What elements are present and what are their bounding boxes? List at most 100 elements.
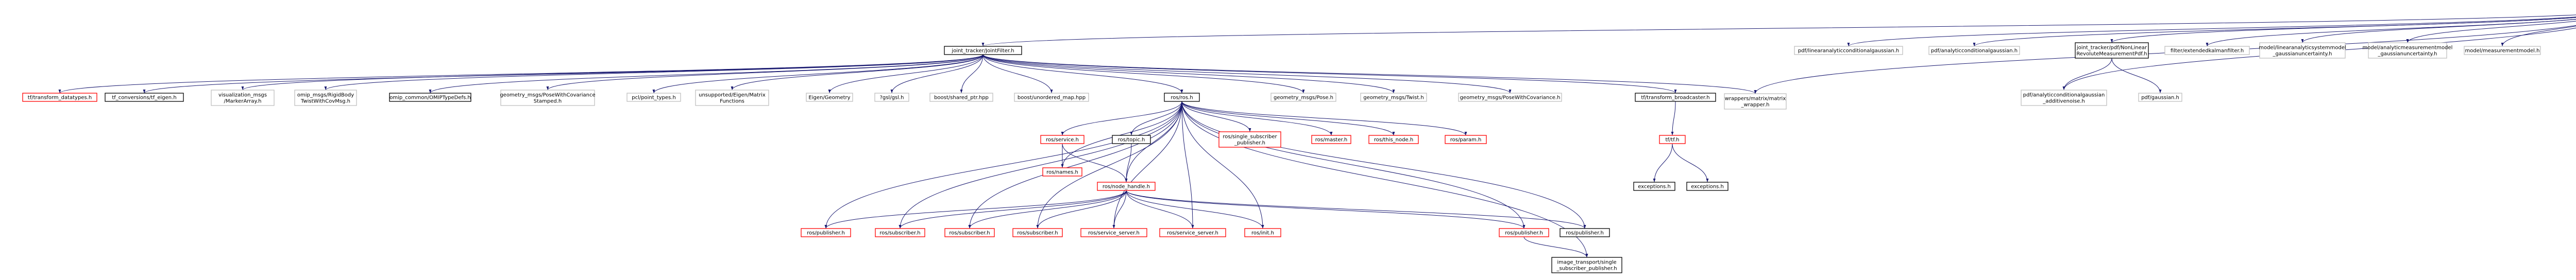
- node-box-wrappers: [1724, 93, 1787, 110]
- node-box-tfeigen: [105, 93, 184, 102]
- node-exc1[interactable]: exceptions.h: [1633, 182, 1675, 191]
- node-pdfgauss: pdf/gaussian.h: [2138, 93, 2182, 102]
- node-topic[interactable]: ros/topic.h: [1112, 135, 1151, 144]
- edge-topic-to-nodehandle: [1125, 143, 1132, 183]
- node-servsrv2[interactable]: ros/service_server.h: [1159, 228, 1226, 237]
- node-master[interactable]: ros/master.h: [1311, 135, 1351, 144]
- node-label-markerarray-0: visualization_msgs: [218, 93, 267, 98]
- node-label-omipdefs-0: omip_common/OMIPTypeDefs.h: [389, 95, 470, 101]
- node-box-tftf: [1659, 135, 1686, 144]
- edge-rosros-to-subscriber2: [968, 101, 1182, 229]
- node-box-omiptext: [294, 90, 357, 106]
- edge-nodehandle-to-servsrv2: [1126, 190, 1194, 229]
- node-label-publisher1-0: ros/publisher.h: [807, 231, 845, 236]
- node-box-pdfana: [1928, 46, 2020, 55]
- node-box-eigengeo: [806, 93, 853, 102]
- node-box-thisnode: [1368, 135, 1419, 144]
- edge-nodehandle-to-publisher2: [1126, 190, 1526, 229]
- node-servsrv1[interactable]: ros/service_server.h: [1080, 228, 1147, 237]
- node-omipdefs[interactable]: omip_common/OMIPTypeDefs.h: [389, 93, 471, 102]
- edge-nodehandle-to-publisher3: [1126, 190, 1586, 229]
- edge-nodehandle-to-subscriber3: [1036, 190, 1127, 229]
- node-label-measuncert-0: model/analyticmeasurementmodel: [2363, 45, 2453, 51]
- node-param[interactable]: ros/param.h: [1445, 135, 1487, 144]
- node-imgtransport[interactable]: image_transport/single_subscriber_publis…: [1551, 257, 1622, 273]
- node-label-markerarray-1: /MarkerArray.h: [224, 99, 262, 104]
- node-label-tftf-0: tf/tf.h: [1665, 137, 1679, 143]
- node-label-servsrv1-0: ros/service_server.h: [1088, 231, 1140, 236]
- node-label-pdfadd-0: pdf/analyticconditionalgaussian: [2023, 93, 2105, 98]
- node-label-tfdt-0: tf/transform_datatypes.h: [28, 95, 92, 101]
- node-subscriber1[interactable]: ros/subscriber.h: [875, 228, 925, 237]
- node-label-measuncert-1: _gaussianuncertainty.h: [2377, 51, 2437, 57]
- edge-tracker-to-gtwist: [982, 54, 1395, 94]
- node-box-servsrv2: [1159, 228, 1226, 237]
- edge-root-to-pdflin: [1847, 16, 2576, 47]
- node-jtplin[interactable]: joint_tracker/pdf/NonLinearRevoluteMeasu…: [2075, 42, 2149, 59]
- node-box-jtplin: [2075, 42, 2149, 59]
- node-tftf[interactable]: tf/tf.h: [1659, 135, 1686, 144]
- node-pcltypes: pcl/point_types.h: [626, 93, 681, 102]
- node-box-exc2: [1686, 182, 1728, 191]
- node-publisher1[interactable]: ros/publisher.h: [801, 228, 851, 237]
- edge-nodehandle-to-init: [1126, 190, 1264, 229]
- node-box-names: [1042, 167, 1082, 177]
- edge-root-to-tracker: [982, 14, 2576, 47]
- edge-tracker-to-posestamped: [546, 54, 984, 91]
- edge-root-to-jtplin: [2110, 17, 2576, 43]
- node-box-subscriber1: [875, 228, 925, 237]
- node-tfdt[interactable]: tf/transform_datatypes.h: [22, 93, 97, 102]
- edge-service-to-nodehandle: [1062, 143, 1128, 183]
- node-label-exc2-0: exceptions.h: [1691, 184, 1724, 190]
- node-nodehandle[interactable]: ros/node_handle.h: [1097, 182, 1156, 191]
- edge-rosros-to-servsrv2: [1181, 101, 1194, 229]
- node-subscriber2[interactable]: ros/subscriber.h: [944, 228, 995, 237]
- node-box-ekf: [2164, 46, 2250, 55]
- node-label-gtwist-0: geometry_msgs/Twist.h: [1363, 95, 1423, 101]
- node-tfbroad[interactable]: tf/transform_broadcaster.h: [1635, 93, 1716, 102]
- node-thisnode[interactable]: ros/this_node.h: [1368, 135, 1419, 144]
- node-publisher3[interactable]: ros/publisher.h: [1560, 228, 1610, 237]
- node-singlepubh[interactable]: ros/single_subscriber_publisher.h: [1218, 131, 1281, 148]
- node-label-imgtransport-1: _subscriber_publisher.h: [1556, 266, 1617, 272]
- node-publisher2[interactable]: ros/publisher.h: [1499, 228, 1549, 237]
- node-label-topic-0: ros/topic.h: [1118, 137, 1145, 143]
- node-label-singlepubh-0: ros/single_subscriber: [1223, 134, 1277, 140]
- node-label-gsl-0: ?gsl/gsl.h: [880, 95, 904, 101]
- edge-rosros-to-topic: [1130, 101, 1182, 136]
- edge-rosros-to-servsrv1: [1112, 101, 1182, 229]
- node-label-param-0: ros/param.h: [1450, 137, 1482, 143]
- node-service[interactable]: ros/service.h: [1040, 135, 1084, 144]
- node-label-service-0: ros/service.h: [1046, 137, 1079, 143]
- edge-rosros-to-param: [1181, 101, 1467, 136]
- node-init[interactable]: ros/init.h: [1244, 228, 1281, 237]
- nodes-layer: ResolutionOrthFilter.hjoint_tracker/Join…: [22, 42, 2541, 273]
- node-exc2[interactable]: exceptions.h: [1686, 182, 1728, 191]
- edge-tracker-to-unordered: [982, 54, 1053, 94]
- node-names[interactable]: ros/names.h: [1042, 167, 1082, 177]
- edge-tracker-to-sharedptr: [960, 54, 984, 94]
- node-unordered: boost/unordered_map.hpp: [1014, 93, 1089, 102]
- edge-tracker-to-markerarray: [241, 54, 984, 91]
- node-box-init: [1244, 228, 1281, 237]
- node-label-pcltypes-0: pcl/point_types.h: [632, 95, 676, 101]
- edge-tracker-to-tfdt: [58, 54, 984, 94]
- node-ekf: filter/extendedkalmanfilter.h: [2164, 46, 2250, 55]
- node-box-tracker: [944, 46, 1022, 55]
- node-tracker[interactable]: joint_tracker/JointFilter.h: [944, 46, 1022, 55]
- node-tfeigen[interactable]: tf_conversions/tf_eigen.h: [105, 93, 184, 102]
- node-gtwist: geometry_msgs/Twist.h: [1360, 93, 1427, 102]
- edge-rosros-to-names: [1061, 101, 1182, 168]
- node-label-subscriber3-0: ros/subscriber.h: [1017, 231, 1058, 236]
- node-label-thisnode-0: ros/this_node.h: [1374, 137, 1413, 143]
- edge-jtplin-to-pdfgauss: [2111, 58, 2162, 94]
- node-label-ekf-0: filter/extendedkalmanfilter.h: [2171, 48, 2244, 54]
- node-rosros[interactable]: ros/ros.h: [1164, 93, 1200, 102]
- edge-rosros-to-service: [1061, 101, 1182, 136]
- node-label-omiptext-0: omip_msgs/RigidBody: [297, 93, 354, 98]
- node-subscriber3[interactable]: ros/subscriber.h: [1012, 228, 1063, 237]
- node-pdfana: pdf/analyticconditionalgaussian.h: [1928, 46, 2020, 55]
- edge-tftf-to-exc2: [1672, 143, 1709, 183]
